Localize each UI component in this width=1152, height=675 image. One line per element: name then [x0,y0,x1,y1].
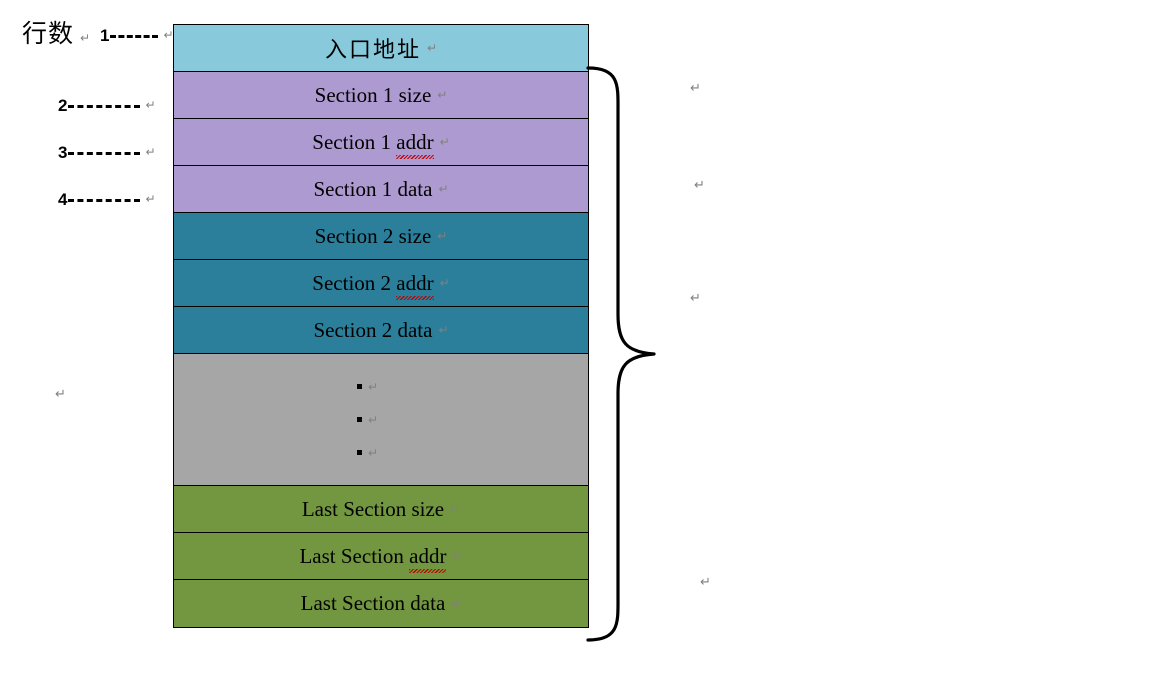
table-row-label: Section 2 addr [312,270,434,300]
table-row: Section 2 addr ↵ [174,260,588,307]
pilcrow-icon: ↵ [368,412,379,427]
table-row: ↵ ↵ ↵ [174,354,588,486]
spellcheck-underline: addr [396,270,434,300]
ellipsis-dot-icon [357,384,362,389]
pilcrow-icon: ↵ [451,596,462,611]
row-marker-dashes [68,104,141,108]
pilcrow-icon: ↵ [368,379,379,394]
pilcrow-icon: ↵ [450,502,461,516]
ellipsis-dot-row: ↵ [357,414,417,426]
memory-layout-table: 入口地址↵Section 1 size↵Section 1 addr↵Secti… [173,24,589,628]
table-row-label: Section 2 data [313,317,433,342]
row-marker-number: 3 [58,142,68,162]
table-row-label: Section 1 size [314,82,432,107]
table-row-label: Last Section addr [299,543,447,573]
pilcrow-icon: ↵ [439,276,450,290]
pilcrow-icon: ↵ [690,291,701,306]
pilcrow-icon: ↵ [694,178,705,193]
row-marker-dashes [68,198,141,202]
row-marker-dashes [68,151,141,155]
row-marker-dashes [110,34,159,38]
pilcrow-icon: ↵ [438,182,449,196]
row-marker-number: 4 [58,189,68,209]
pilcrow-icon: ↵ [163,28,174,42]
table-row-label: Last Section data [300,591,446,615]
table-row: Last Section addr ↵ [174,533,588,580]
table-row: Section 1 size ↵ [174,72,588,119]
pilcrow-icon: ↵ [80,31,92,45]
pilcrow-icon: ↵ [368,445,379,460]
row-count-text: 行数 [22,19,75,48]
table-row-label: Section 1 addr [312,129,434,159]
table-row-label: Last Section size [301,496,445,521]
table-row: Section 2 data ↵ [174,307,588,354]
table-row-label: 入口地址 [324,38,421,63]
right-curly-brace-icon [586,66,656,642]
ellipsis-dot-row: ↵ [357,381,417,393]
row-count-label: 行数 ↵ [22,14,91,50]
table-row: 入口地址 ↵ [174,25,588,72]
pilcrow-icon: ↵ [700,575,711,590]
pilcrow-icon: ↵ [145,98,156,112]
pilcrow-icon: ↵ [438,323,449,337]
row-marker-number: 2 [58,95,68,115]
pilcrow-icon: ↵ [145,145,156,159]
table-row: Last Section size ↵ [174,486,588,533]
table-row: Section 2 size ↵ [174,213,588,260]
ellipsis-dot-icon [357,417,362,422]
pilcrow-icon: ↵ [452,549,463,563]
ellipsis-dot-icon [357,450,362,455]
table-row: Section 1 addr ↵ [174,119,588,166]
table-row-label: Section 1 data [313,176,433,201]
pilcrow-icon: ↵ [55,387,66,402]
table-row-label: Section 2 size [314,223,432,248]
row-marker-3: 3↵ [58,141,156,163]
row-marker-4: 4↵ [58,188,156,210]
ellipsis-dot-row: ↵ [357,447,417,459]
spellcheck-underline: addr [409,543,447,573]
spellcheck-underline: addr [396,129,434,159]
pilcrow-icon: ↵ [437,88,448,102]
pilcrow-icon: ↵ [439,135,450,149]
row-marker-1: 1↵ [100,24,174,46]
table-row: Section 1 data ↵ [174,166,588,213]
pilcrow-icon: ↵ [426,41,438,55]
pilcrow-icon: ↵ [437,229,448,243]
row-marker-number: 1 [100,25,110,45]
table-row: Last Section data ↵ [174,580,588,627]
row-marker-2: 2↵ [58,94,156,116]
pilcrow-icon: ↵ [690,81,701,96]
pilcrow-icon: ↵ [145,192,156,206]
